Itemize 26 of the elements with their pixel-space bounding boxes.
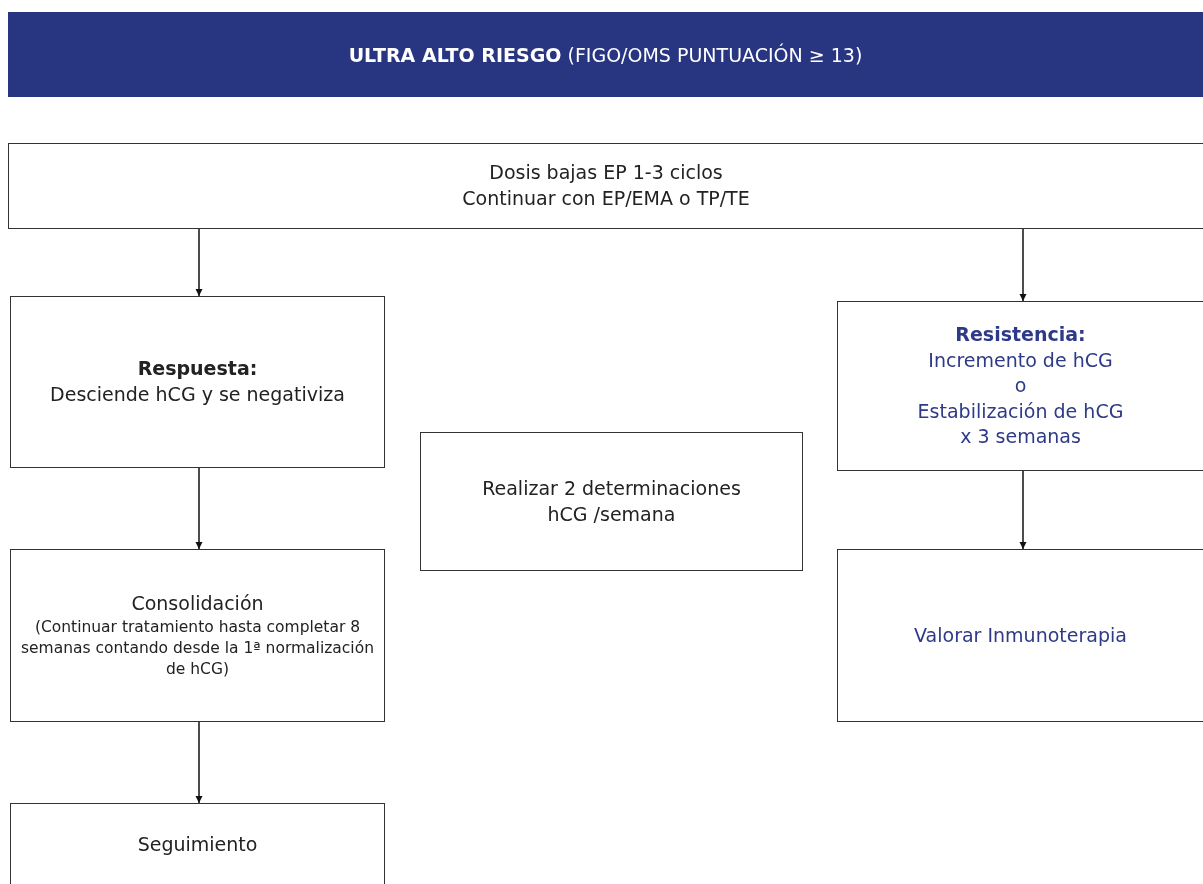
process-box [837,301,1203,471]
box-text: o [1014,373,1027,399]
process-box [10,549,385,722]
title: ULTRA ALTO RIESGO (FIGO/OMS PUNTUACIÓN ≥ 13) [348,43,863,66]
box-text: Consolidación [131,591,264,617]
box-text: Realizar 2 determinaciones hCG /semana [481,475,742,527]
box-text: Desciende hCG y se negativiza [50,382,345,407]
box-text: Seguimiento [137,832,258,857]
process-box [10,296,385,468]
arrow [1019,228,1027,302]
box-text: Incremento de hCG [928,347,1113,373]
box-text: Continuar con EP/EMA o TP/TE [462,186,750,211]
arrow [195,228,203,297]
process-box [10,803,385,884]
process-box [837,549,1203,722]
box-heading: Resistencia: [955,321,1086,347]
box-heading: Respuesta: [137,356,258,382]
arrow [195,721,203,804]
process-box [420,432,803,571]
box-text: Estabilización de hCG x 3 semanas [916,398,1125,450]
box-text: Valorar Inmunoterapia [914,622,1127,648]
arrow [1019,470,1027,550]
box-text: Dosis bajas EP 1-3 ciclos [489,160,723,186]
box-text: (Continuar tratamiento hasta completar 8 semanas contando desde la 1ª normalización de hCG) [20,616,375,680]
arrow [195,467,203,550]
process-box [8,143,1203,229]
